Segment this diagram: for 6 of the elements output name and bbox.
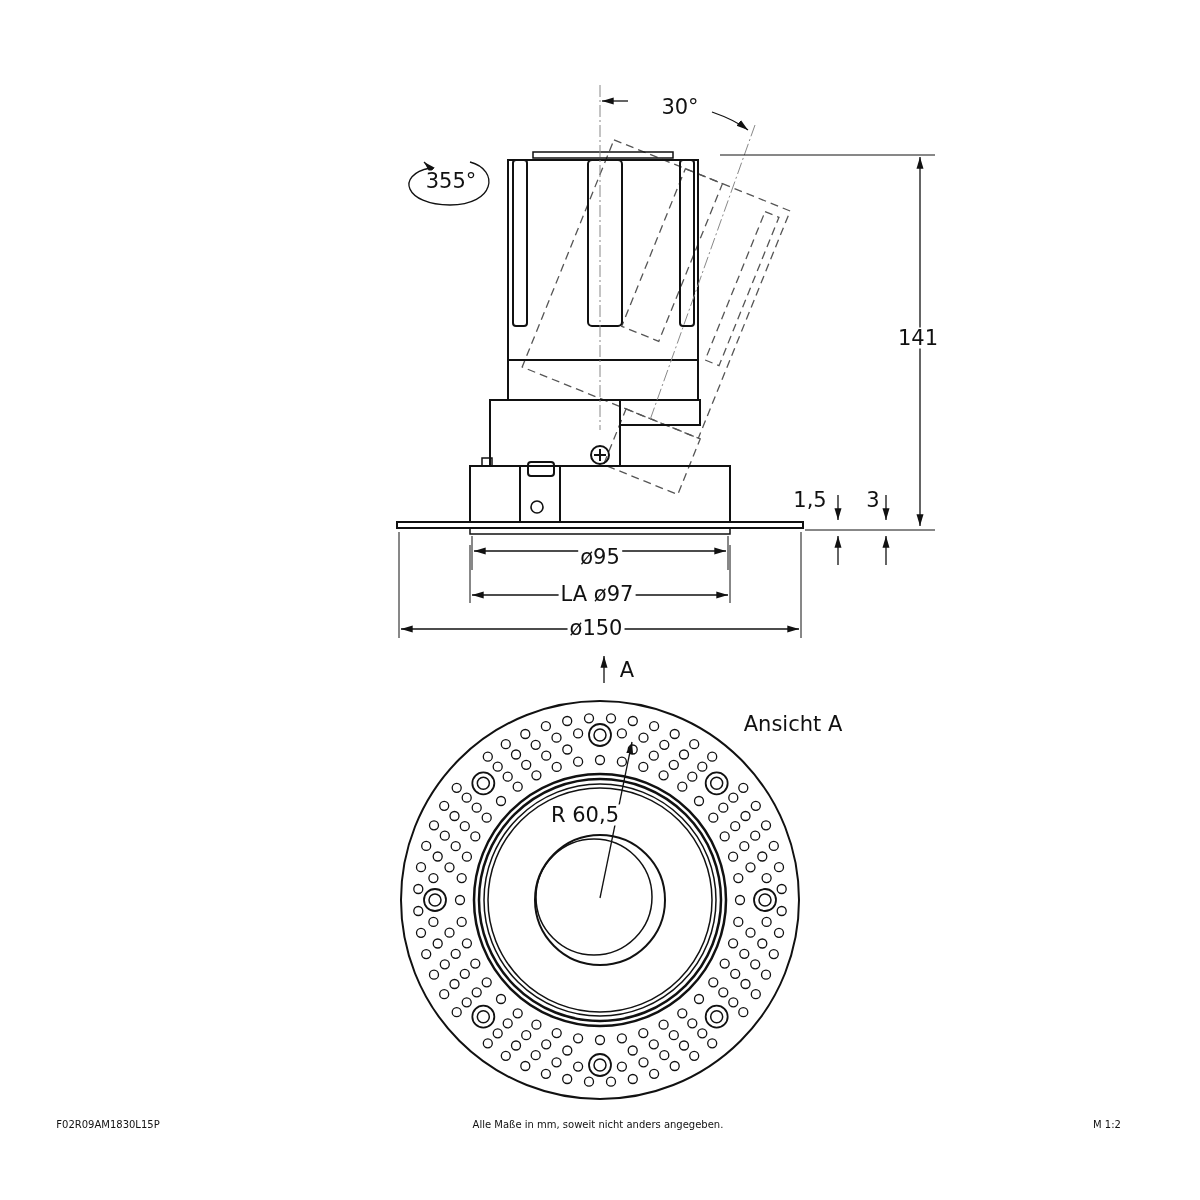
dimension-label: ø150	[567, 617, 625, 639]
drawing-number: F02R09AM1830L15P	[54, 1120, 162, 1130]
scale-label: M 1:2	[1091, 1120, 1123, 1130]
dimension-label: LA ø97	[558, 583, 636, 605]
dimension-label: ø95	[578, 546, 622, 568]
note-text: Alle Maße in mm, soweit nicht anders angegeben.	[470, 1120, 726, 1130]
